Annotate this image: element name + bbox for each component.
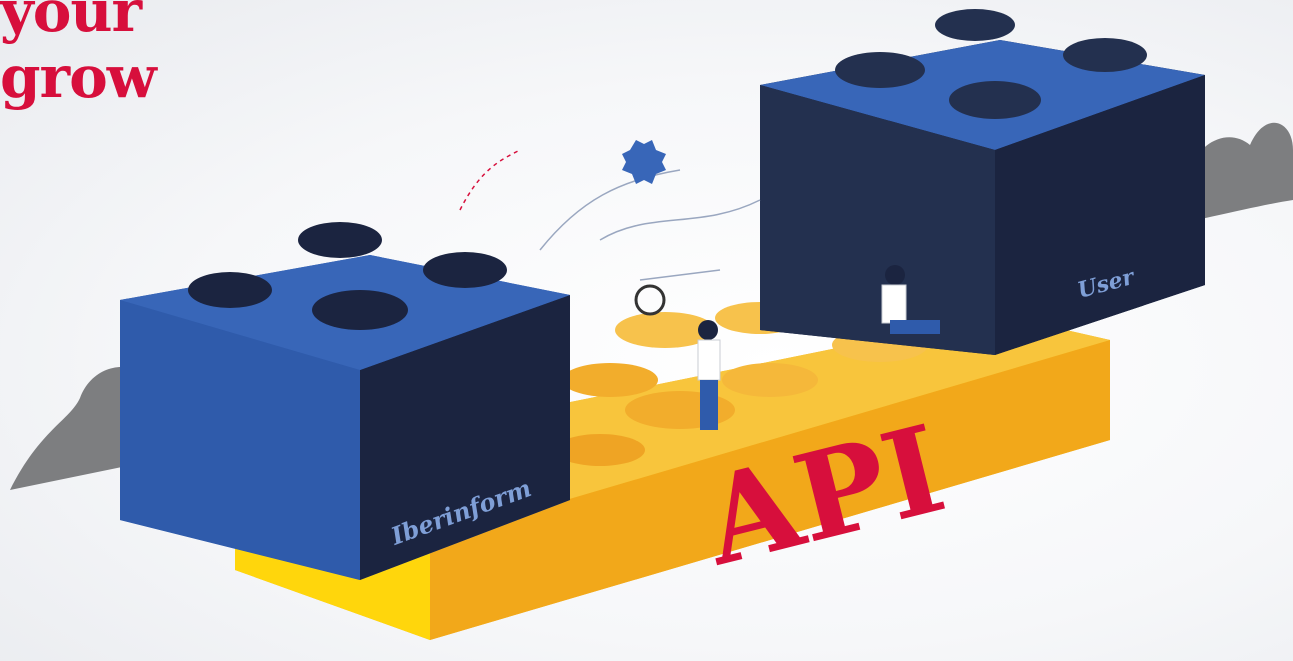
user-brick: User xyxy=(760,9,1205,355)
gear-icon xyxy=(622,140,666,184)
person-figure-right xyxy=(881,265,940,334)
hero-headline: your grow xyxy=(0,0,157,111)
headline-line-2: grow xyxy=(0,43,157,111)
iberinform-brick: Iberinform xyxy=(120,222,570,580)
person-figure-left xyxy=(697,320,721,430)
magnifier-icon xyxy=(634,284,666,316)
headline-line-1: your xyxy=(0,0,142,45)
coin-stack-graphics xyxy=(555,302,928,466)
workflow-sketch-graphics xyxy=(459,149,761,281)
